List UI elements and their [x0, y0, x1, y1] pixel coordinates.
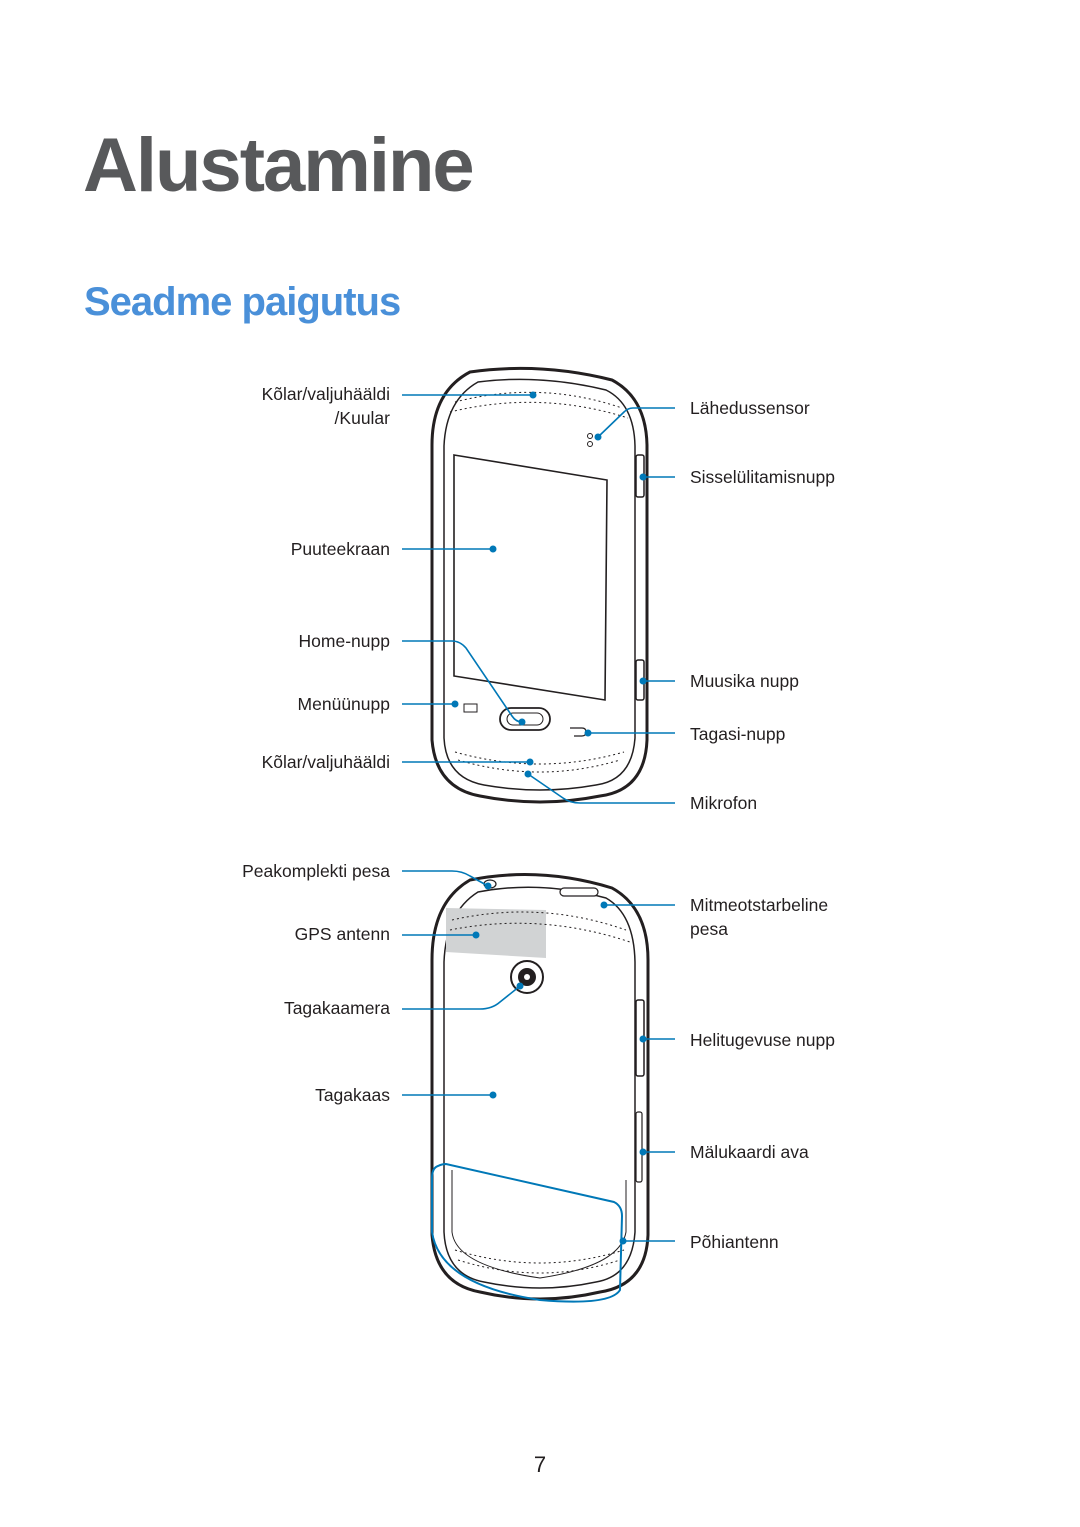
earpiece-grille-2 — [449, 401, 629, 419]
main-antenna-outline — [431, 1162, 624, 1303]
proximity-sensor-icon — [587, 433, 593, 439]
label-music-key: Muusika nupp — [690, 671, 799, 691]
memory-card-slot-shape — [635, 1111, 643, 1183]
label-home-key: Home-nupp — [298, 631, 390, 651]
chapter-title: Alustamine — [83, 123, 475, 208]
speaker-grille — [454, 751, 625, 765]
back-cover-edge — [451, 1170, 627, 1279]
label-earpiece-line2: /Kuular — [334, 408, 390, 428]
front-phone-illustration — [430, 366, 649, 804]
back-callouts — [402, 870, 675, 1245]
label-proximity-sensor: Lähedussensor — [690, 398, 810, 418]
label-microphone: Mikrofon — [690, 793, 758, 813]
label-main-antenna: Põhiantenn — [690, 1232, 779, 1252]
label-earpiece-line1: Kõlar/valjuhääldi — [261, 384, 390, 404]
label-earpiece: Kõlar/valjuhääldi /Kuular — [262, 382, 390, 430]
section-title: Seadme paigutus — [84, 280, 401, 324]
earpiece-grille — [454, 391, 623, 409]
back-inner-shell — [443, 886, 636, 1289]
label-menu-key: Menüünupp — [297, 694, 390, 714]
label-headset-jack: Peakomplekti pesa — [242, 861, 390, 881]
label-touchscreen: Puuteekraan — [290, 539, 390, 559]
label-memory-card-slot: Mälukaardi ava — [690, 1142, 809, 1162]
back-phone-illustration — [430, 873, 650, 1303]
front-callouts — [402, 391, 675, 804]
label-multipurpose-jack-line1: Mitmeotstarbeline — [690, 895, 829, 915]
label-back-cover: Tagakaas — [315, 1085, 390, 1105]
menu-key-icon — [463, 703, 478, 713]
touchscreen-area — [453, 454, 608, 701]
label-volume-key: Helitugevuse nupp — [690, 1030, 835, 1050]
label-power-key: Sisselülitamisnupp — [690, 467, 835, 487]
label-rear-camera: Tagakaamera — [283, 998, 390, 1018]
multipurpose-jack-shape — [559, 887, 599, 897]
label-multipurpose-jack-line2: pesa — [690, 919, 728, 939]
label-speaker: Kõlar/valjuhääldi — [261, 752, 390, 772]
label-back-key: Tagasi-nupp — [690, 724, 786, 744]
gps-antenna-area — [446, 908, 546, 958]
label-gps-antenna: GPS antenn — [294, 924, 390, 944]
page-number: 7 — [533, 1452, 547, 1477]
label-multipurpose-jack: Mitmeotstarbeline pesa — [690, 893, 828, 941]
